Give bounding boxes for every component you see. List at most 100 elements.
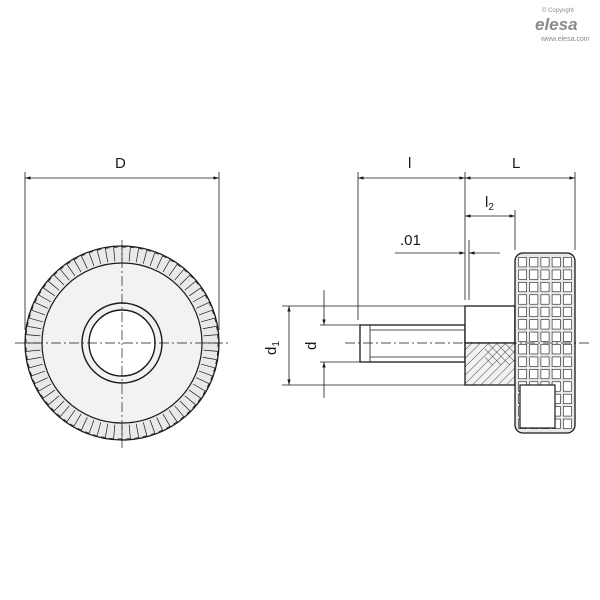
knurl-tooth — [28, 314, 43, 323]
knurl-tooth — [202, 325, 218, 331]
knurl-tooth — [80, 253, 88, 269]
knurl-cell — [562, 294, 572, 305]
knurl-tooth — [40, 389, 56, 399]
knurl-cell — [551, 282, 561, 293]
knurl-tooth — [174, 268, 188, 281]
knurl-tooth — [162, 413, 171, 429]
knurl-cell — [529, 294, 539, 305]
logo-brand: elesa — [535, 15, 578, 34]
knurl-tooth — [50, 400, 65, 412]
knurl-tooth — [128, 246, 135, 262]
knurl-cell — [562, 369, 572, 380]
knurl-cell — [540, 369, 550, 380]
knurl-tooth — [202, 356, 217, 364]
knurl-cell — [540, 257, 550, 268]
knurl-cell — [562, 406, 572, 417]
knurl-cell — [540, 269, 550, 280]
knurl-tooth — [47, 277, 60, 291]
knurl-cell — [551, 331, 561, 342]
side-view: l L l2 .01 d1 d — [263, 155, 590, 434]
knurl-cell — [562, 269, 572, 280]
knurl-cell — [540, 344, 550, 355]
knurl-tooth — [162, 259, 174, 273]
knurl-tooth — [53, 271, 65, 286]
knurl-cell — [518, 294, 527, 305]
front-view: D — [15, 155, 230, 448]
knurl-tooth — [104, 247, 110, 263]
knurl-tooth — [168, 263, 181, 277]
knurl-tooth — [36, 383, 52, 392]
knurl-cell — [551, 319, 561, 330]
knurl-tooth — [201, 317, 217, 323]
knurl-tooth — [192, 383, 206, 395]
knurl-cell — [562, 356, 572, 367]
knurl-tooth — [45, 395, 60, 406]
knurl-cell — [529, 269, 539, 280]
knurl-tooth — [59, 266, 70, 281]
knurl-cell — [529, 369, 539, 380]
knurl-tooth — [26, 355, 42, 361]
hub-shoulder — [464, 305, 516, 344]
knurl-tooth — [88, 251, 95, 267]
knurl-cell — [518, 306, 527, 317]
knurl-tooth — [34, 298, 48, 309]
knurl-cell — [562, 344, 572, 355]
knurl-tooth — [135, 248, 143, 263]
knurl-tooth — [196, 301, 212, 309]
knurl-tooth — [142, 422, 148, 438]
knurl-tooth — [27, 363, 43, 369]
knurl-tooth — [203, 334, 219, 339]
knurl-tooth — [184, 280, 199, 291]
knurl-tooth — [31, 306, 46, 316]
knurl-cell — [562, 282, 572, 293]
knurl-tooth — [38, 291, 52, 303]
knurl-cell — [518, 369, 527, 380]
knurl-tooth — [42, 284, 56, 297]
knurl-tooth — [149, 419, 156, 435]
knurl-tooth — [109, 424, 116, 440]
knurl-tooth — [149, 252, 159, 267]
knurl-cell — [518, 282, 527, 293]
knurl-tooth — [174, 405, 185, 420]
knurl-cell — [562, 306, 572, 317]
knurl-tooth — [113, 246, 118, 262]
knurl-cell — [518, 257, 527, 268]
knurl-cell — [562, 257, 572, 268]
knurl-cell — [529, 319, 539, 330]
knurl-tooth — [25, 347, 41, 352]
knurl-tooth — [66, 261, 76, 277]
knurl-cell — [562, 418, 572, 429]
knurl-tooth — [134, 423, 140, 439]
knurl-cell — [551, 306, 561, 317]
knurl-tooth — [101, 423, 109, 438]
knurl-cell — [562, 331, 572, 342]
knurl-cell — [529, 356, 539, 367]
knurl-tooth — [179, 274, 194, 286]
knurl-tooth — [156, 255, 167, 269]
knurl-tooth — [85, 419, 95, 434]
knurl-cell — [551, 269, 561, 280]
logo-url: www.elesa.com — [540, 36, 590, 43]
knurl-cell — [529, 282, 539, 293]
knurl-cell — [540, 282, 550, 293]
label-l: l — [408, 155, 411, 172]
label-offset: .01 — [400, 232, 421, 249]
label-d1: d1 — [263, 341, 282, 355]
knurl-tooth — [126, 424, 131, 440]
knurl-tooth — [188, 287, 204, 297]
knurl-tooth — [32, 377, 48, 385]
knurl-cell — [551, 257, 561, 268]
knurl-cell — [518, 331, 527, 342]
knurl-cell — [518, 319, 527, 330]
knurl-tooth — [198, 309, 214, 316]
knurl-tooth — [198, 370, 213, 380]
knurl-tooth — [96, 248, 102, 264]
knurl-cell — [551, 294, 561, 305]
knurl-cell — [518, 344, 527, 355]
knurl-tooth — [70, 413, 82, 427]
knurl-tooth — [142, 249, 151, 264]
knurl-tooth — [73, 257, 82, 273]
knurl-cell — [551, 344, 561, 355]
rear-cavity — [519, 384, 556, 429]
